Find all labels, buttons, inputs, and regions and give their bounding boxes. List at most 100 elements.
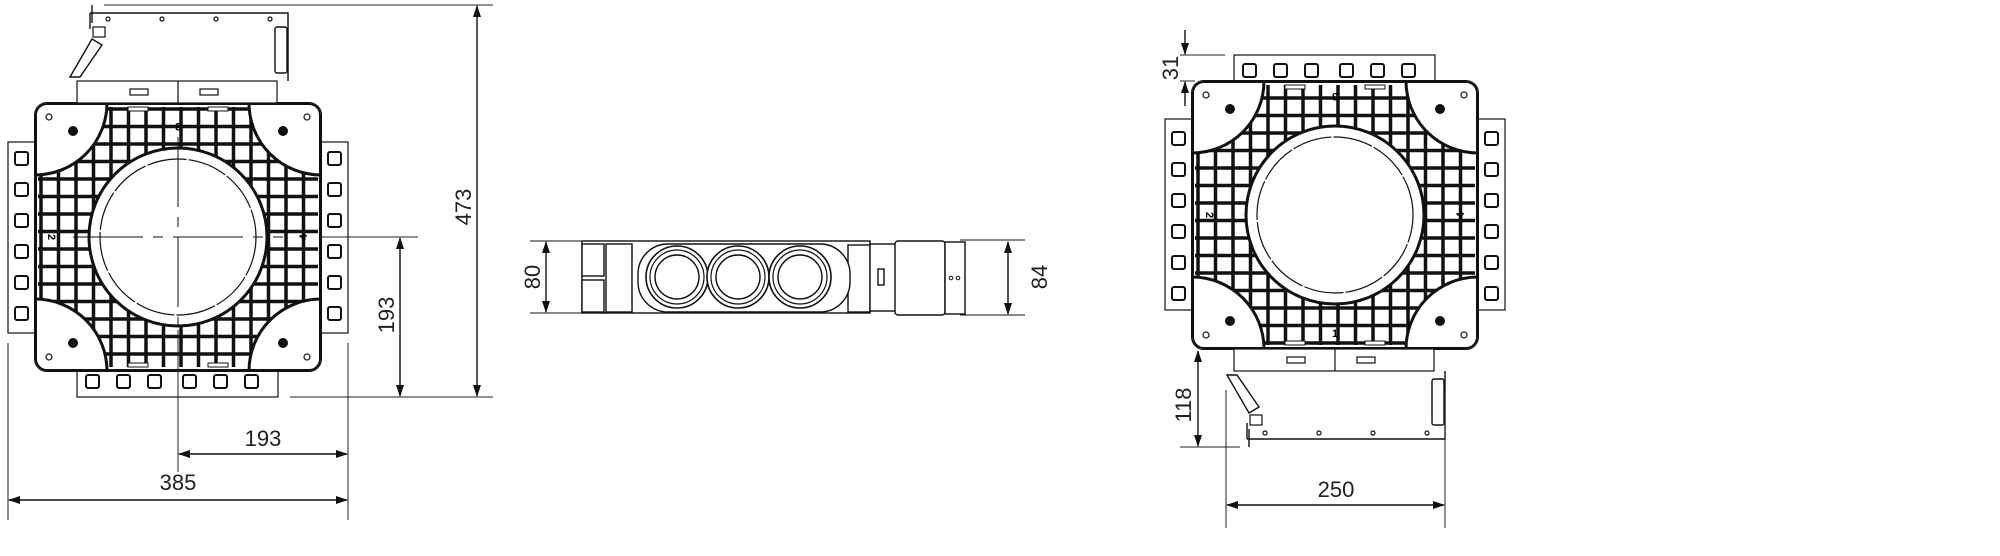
- flange-tab: [182, 374, 197, 389]
- mounting-hole: [45, 113, 53, 121]
- tube-mid: [710, 249, 766, 305]
- right-view-dimensions: 31 118 250: [1158, 30, 1446, 528]
- tube-inner: [654, 254, 700, 300]
- tube-mid: [649, 249, 705, 305]
- flange-tab: [1304, 63, 1319, 78]
- flange-tab: [14, 213, 29, 228]
- plate-number: 2: [1203, 212, 1215, 218]
- dimension-label-31: 31: [1158, 56, 1183, 80]
- plate-number: 3: [1332, 90, 1338, 102]
- plate-number: 4: [1455, 211, 1467, 218]
- flange-tab: [147, 374, 162, 389]
- bracket-top: [89, 12, 289, 81]
- side-flange-right: [1477, 118, 1506, 311]
- flange-tab: [1484, 286, 1499, 301]
- bracket-base: [76, 80, 278, 104]
- left-plate-numbers: 3 2 4: [45, 120, 310, 240]
- clip-dot: [1435, 104, 1445, 114]
- corner-region: [35, 103, 109, 177]
- top-view-left: [7, 5, 349, 398]
- flange-tab: [327, 244, 342, 259]
- clip-dot: [1225, 316, 1235, 326]
- side-flange-left: [7, 141, 36, 334]
- grid: [35, 103, 321, 371]
- bracket-hole: [105, 16, 111, 22]
- plate-number: 4: [298, 233, 310, 240]
- bracket-hole: [213, 16, 219, 22]
- mounting-hole: [1202, 331, 1210, 339]
- flange-tab: [85, 374, 100, 389]
- mounting-hole: [1460, 91, 1468, 99]
- side-block: [605, 243, 633, 313]
- clip-dot: [278, 126, 288, 136]
- corner-region: [247, 103, 321, 177]
- bracket-hole: [267, 16, 273, 22]
- clip-dot: [1225, 104, 1235, 114]
- bracket-clip: [92, 26, 106, 38]
- corner-region: [247, 297, 321, 371]
- slot: [207, 106, 229, 112]
- slot: [1364, 340, 1386, 346]
- bracket-hole: [1370, 430, 1376, 436]
- flange-tab: [1273, 63, 1288, 78]
- bracket-hole: [1316, 430, 1322, 436]
- right-plate-numbers: 3 2 4 1: [1203, 90, 1467, 340]
- flange-tab: [327, 275, 342, 290]
- dimension-label-473: 473: [451, 189, 476, 226]
- slot: [1364, 84, 1386, 90]
- left-view-dimensions: 473 193 193 385: [7, 4, 493, 520]
- flange-tab: [1339, 63, 1354, 78]
- plate-number: 3: [175, 120, 181, 132]
- tube-mid: [772, 249, 828, 305]
- mounting-hole: [45, 353, 53, 361]
- flange-tab: [244, 374, 259, 389]
- flange-tab: [1171, 193, 1186, 208]
- bracket-slot: [1356, 356, 1376, 364]
- side-block: [847, 244, 871, 313]
- clip-dot: [68, 338, 78, 348]
- side-hole: [948, 275, 954, 281]
- flange-tab: [213, 374, 228, 389]
- corner-region: [1192, 275, 1266, 349]
- slot: [1284, 84, 1306, 90]
- flange-tab: [1401, 63, 1416, 78]
- mounting-bracket: [68, 5, 289, 104]
- flange-tab: [1484, 162, 1499, 177]
- dimension-label-193-vertical: 193: [374, 297, 399, 334]
- flange-tab: [1484, 131, 1499, 146]
- top-view-right: [1164, 54, 1506, 447]
- bracket-slot: [129, 88, 149, 96]
- flange-tab: [1171, 131, 1186, 146]
- opening-inner: [1256, 136, 1414, 294]
- flange-tab: [1171, 255, 1186, 270]
- dimension-label-118: 118: [1171, 387, 1196, 422]
- tube-inner: [715, 254, 761, 300]
- flange-tab: [1370, 63, 1385, 78]
- flange-tab: [116, 374, 131, 389]
- side-slot: [877, 268, 885, 286]
- bracket-hole: [1262, 430, 1268, 436]
- bracket-angled-leg: [68, 38, 103, 78]
- flange-tab: [1171, 224, 1186, 239]
- flange-tab: [14, 275, 29, 290]
- mounting-hole: [1202, 91, 1210, 99]
- slot: [127, 362, 149, 368]
- flange-tab: [14, 182, 29, 197]
- bracket-base: [1233, 348, 1435, 372]
- clip-dot: [278, 338, 288, 348]
- bracket-clip: [1249, 414, 1263, 426]
- flange-tab: [1484, 255, 1499, 270]
- bracket-slot: [199, 88, 219, 96]
- flange-tab: [14, 151, 29, 166]
- bracket-post: [274, 26, 288, 74]
- bracket-angled-leg: [1225, 374, 1260, 414]
- plate-number: 1: [1332, 328, 1338, 340]
- side-ring: [944, 241, 966, 315]
- side-cylinder: [894, 240, 946, 316]
- slot: [127, 106, 149, 112]
- dimension-label-84: 84: [1027, 265, 1052, 289]
- flange-tab: [1171, 162, 1186, 177]
- side-clip: [581, 243, 605, 277]
- bracket-hole: [1424, 430, 1430, 436]
